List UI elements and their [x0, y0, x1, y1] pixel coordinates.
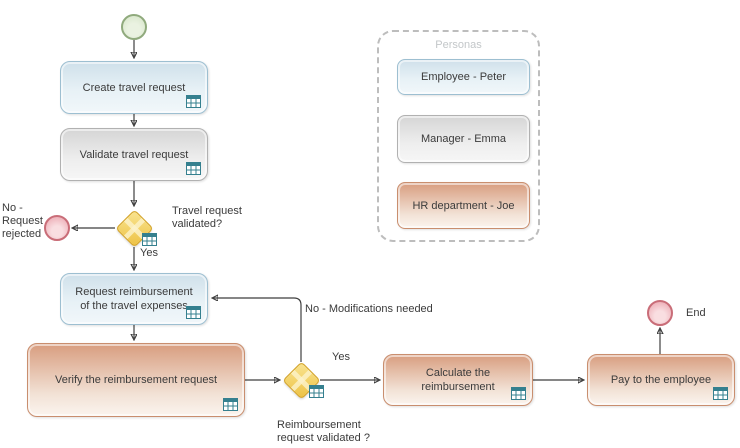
persona-label: HR department - Joe — [412, 199, 515, 212]
end-event — [647, 300, 673, 326]
table-icon — [186, 162, 201, 175]
table-icon — [186, 95, 201, 108]
gateway-reimbursement-validated — [281, 360, 324, 400]
gateway-travel-validated — [114, 208, 157, 248]
label-end: End — [686, 307, 706, 319]
task-label: Validate travel request — [79, 148, 189, 161]
label-travel-request-validated: Travel request validated? — [172, 205, 242, 230]
table-icon — [713, 387, 728, 400]
task-pay-employee: Pay to the employee — [587, 354, 735, 406]
personas-title: Personas — [435, 39, 482, 51]
label-no-modifications-needed: No - Modifications needed — [305, 303, 433, 315]
start-event — [121, 14, 147, 40]
persona-employee: Employee - Peter — [397, 59, 530, 95]
task-calculate-reimbursement: Calculate the reimbursement — [383, 354, 533, 406]
table-icon — [186, 306, 201, 319]
table-icon — [309, 385, 324, 398]
rejected-end-event — [44, 215, 70, 241]
task-request-reimbursement: Request reimbursement of the travel expe… — [60, 273, 208, 325]
task-verify-reimbursement: Verify the reimbursement request — [27, 343, 245, 417]
persona-label: Manager - Emma — [421, 133, 506, 145]
task-validate-travel-request: Validate travel request — [60, 128, 208, 181]
label-reimbursement-validated: Reimboursement request validated ? — [277, 419, 370, 444]
persona-manager: Manager - Emma — [397, 115, 530, 163]
label-yes-reimbursement: Yes — [332, 351, 350, 363]
persona-label: Employee - Peter — [421, 71, 506, 83]
label-no-request-rejected: No - Request rejected — [2, 202, 43, 240]
table-icon — [142, 233, 157, 246]
table-icon — [511, 387, 526, 400]
task-label: Pay to the employee — [610, 374, 712, 386]
label-yes-travel: Yes — [140, 247, 158, 259]
table-icon — [223, 398, 238, 411]
persona-hr: HR department - Joe — [397, 182, 530, 229]
task-label: Request reimbursement of the travel expe… — [75, 286, 193, 312]
personas-panel: Personas Employee - Peter Manager - Emma… — [377, 30, 540, 242]
task-label: Create travel request — [82, 81, 186, 94]
task-label: Verify the reimbursement request — [54, 374, 218, 386]
task-label: Calculate the reimbursement — [421, 367, 495, 393]
task-create-travel-request: Create travel request — [60, 61, 208, 114]
